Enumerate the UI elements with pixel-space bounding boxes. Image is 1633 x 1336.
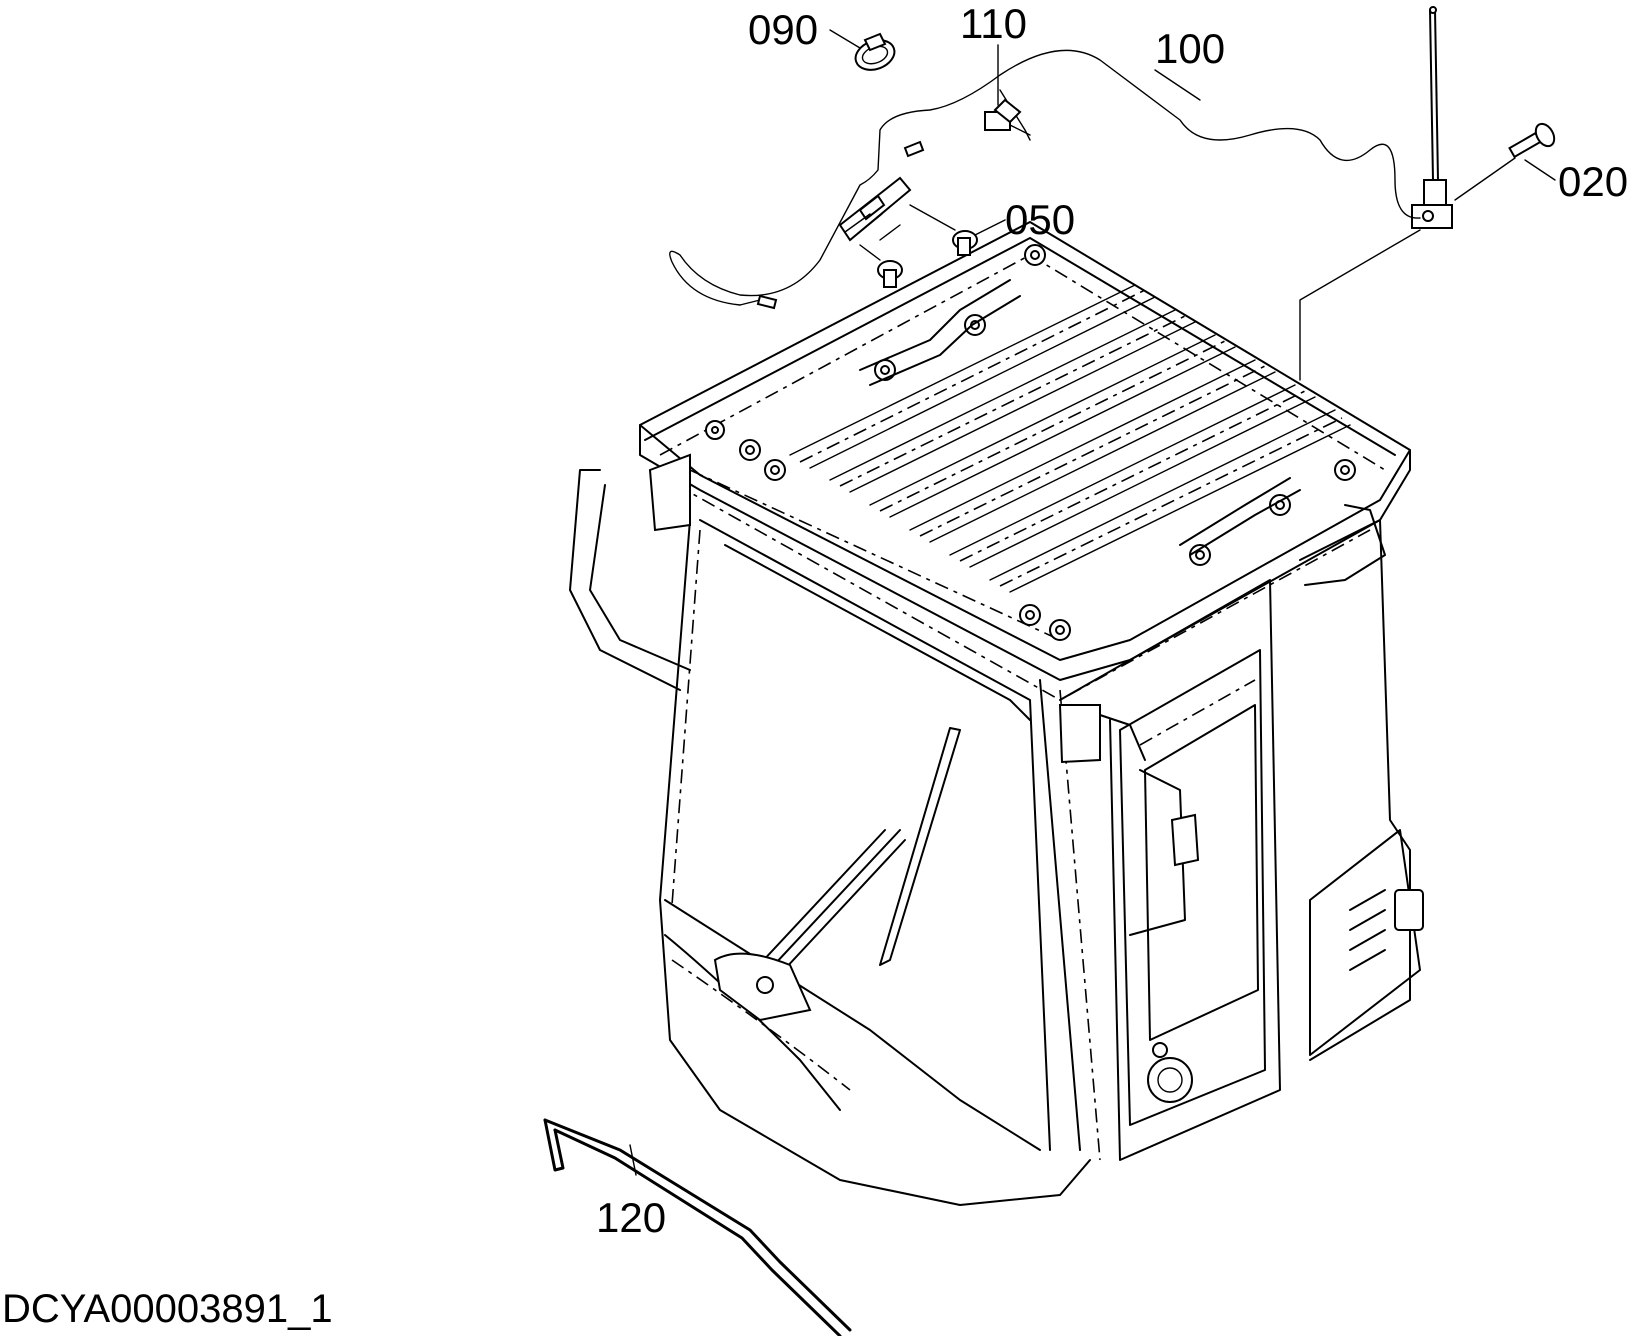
callout-110: 110 [960, 0, 1027, 47]
antenna-harness [669, 6, 1453, 381]
leader-lines [629, 29, 1556, 1176]
callout-020: 020 [1558, 158, 1628, 205]
callout-090: 090 [748, 6, 818, 53]
part-020-bolt [1454, 122, 1556, 201]
callout-120: 120 [596, 1194, 666, 1241]
part-090-clamp [854, 32, 896, 71]
part-050-screws [859, 204, 978, 288]
drawing-code: DCYA00003891_1 [2, 1287, 333, 1331]
callout-100: 100 [1155, 25, 1225, 72]
cab-body [569, 453, 1424, 1206]
cab-roof [639, 221, 1411, 701]
part-120-strip [543, 1118, 852, 1336]
callout-050: 050 [1005, 196, 1075, 243]
